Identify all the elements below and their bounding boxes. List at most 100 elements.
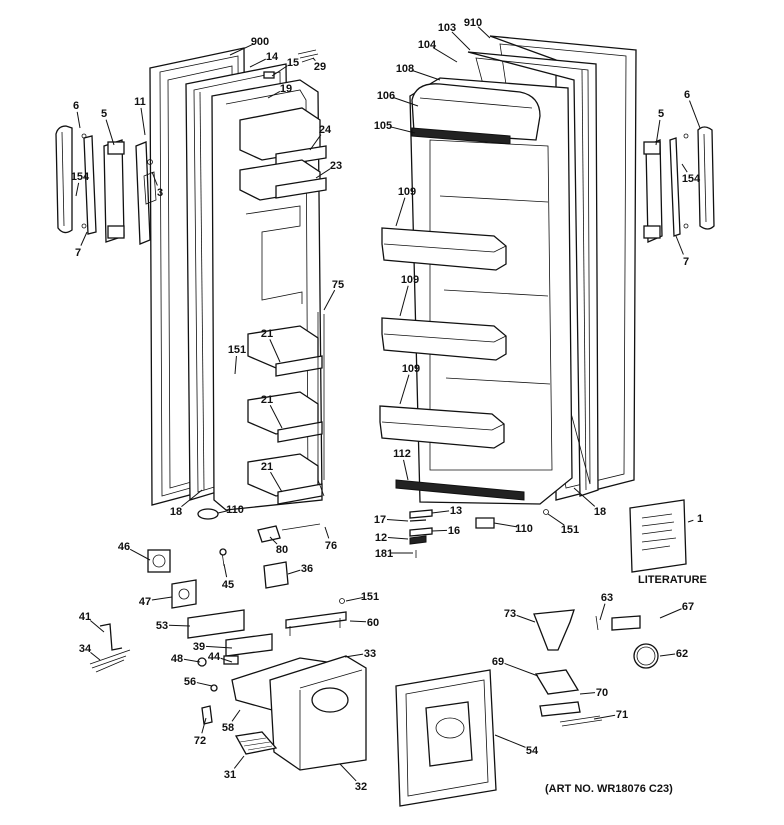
callout-c-21b: 21 xyxy=(261,394,273,406)
callout-c-13: 13 xyxy=(450,505,462,517)
callout-c-6-r: 6 xyxy=(684,89,690,101)
callout-c-108: 108 xyxy=(396,63,414,75)
ice-chute-parts xyxy=(533,609,659,727)
leader-c-7-r xyxy=(675,235,684,255)
leader-c-109-a xyxy=(395,197,406,227)
leader-c-14 xyxy=(249,58,266,68)
callout-c-1: 1 xyxy=(697,513,703,525)
leader-c-154-r xyxy=(681,163,688,173)
leader-c-151-c xyxy=(547,513,565,526)
callout-c-105: 105 xyxy=(374,120,392,132)
leader-c-67 xyxy=(659,608,682,619)
callout-c-31: 31 xyxy=(224,769,236,781)
leader-c-54 xyxy=(494,734,526,748)
leader-c-151-b xyxy=(345,596,364,602)
leader-c-80 xyxy=(269,536,278,545)
leader-c-29 xyxy=(312,57,316,62)
dispenser-components xyxy=(89,548,347,725)
callout-c-11: 11 xyxy=(134,96,146,108)
leader-c-31 xyxy=(233,755,245,769)
callout-c-7-r: 7 xyxy=(683,256,689,268)
leader-c-62 xyxy=(659,653,676,657)
callout-c-109-b: 109 xyxy=(401,274,419,286)
top-left-small-parts xyxy=(263,49,319,79)
callout-c-110-r: 110 xyxy=(515,523,533,535)
leader-c-11 xyxy=(140,107,146,136)
callout-c-56: 56 xyxy=(184,676,196,688)
leader-c-7-l xyxy=(80,231,88,246)
leader-c-6-r xyxy=(689,100,701,129)
leader-c-48 xyxy=(183,658,201,663)
callout-c-181: 181 xyxy=(375,548,393,560)
callout-c-70: 70 xyxy=(596,687,608,699)
leader-c-53 xyxy=(168,624,191,627)
leader-c-18-r xyxy=(573,487,596,507)
callout-c-71: 71 xyxy=(616,709,628,721)
leader-c-103 xyxy=(451,31,471,51)
left-handle-set xyxy=(55,125,157,245)
callout-c-44: 44 xyxy=(208,651,221,663)
leader-c-45 xyxy=(223,563,228,578)
right-handle-set xyxy=(643,126,715,243)
callout-c-900: 900 xyxy=(251,36,269,48)
callout-c-45: 45 xyxy=(222,579,234,591)
callout-c-67: 67 xyxy=(682,601,694,613)
callout-c-63: 63 xyxy=(601,592,613,604)
literature-booklet xyxy=(629,499,687,573)
leader-c-105 xyxy=(389,126,416,134)
leader-c-18-l xyxy=(181,489,203,507)
callout-c-46: 46 xyxy=(118,541,130,553)
leader-c-39 xyxy=(205,645,233,649)
callout-c-106: 106 xyxy=(377,90,395,102)
leader-c-1 xyxy=(687,519,694,523)
leader-c-72 xyxy=(201,717,207,734)
leader-c-900 xyxy=(229,43,254,56)
leader-c-47 xyxy=(151,596,173,601)
callout-c-154-r: 154 xyxy=(682,173,701,185)
leader-c-32 xyxy=(339,763,357,782)
leader-c-75 xyxy=(323,289,336,311)
leader-c-13 xyxy=(431,510,450,514)
callout-c-47: 47 xyxy=(139,596,151,608)
leader-c-34 xyxy=(90,651,101,661)
callout-c-62: 62 xyxy=(676,648,688,660)
leader-c-154-l xyxy=(75,182,80,197)
leader-c-24 xyxy=(309,134,322,151)
leader-c-5-l xyxy=(105,119,115,146)
callout-c-58: 58 xyxy=(222,722,234,734)
leader-c-15 xyxy=(271,65,288,77)
callout-c-154-l: 154 xyxy=(71,171,90,183)
callout-c-21c: 21 xyxy=(261,461,273,473)
callout-c-15: 15 xyxy=(287,57,299,69)
callout-c-109-a: 109 xyxy=(398,186,416,198)
leader-c-70 xyxy=(579,692,596,695)
leader-c-69 xyxy=(504,662,539,677)
leader-c-110-l xyxy=(217,510,229,514)
callout-c-48: 48 xyxy=(171,653,183,665)
callout-c-80: 80 xyxy=(276,544,288,556)
callout-c-17: 17 xyxy=(374,514,386,526)
callout-c-60: 60 xyxy=(367,617,379,629)
dispenser-cover xyxy=(395,669,497,807)
leader-c-104 xyxy=(432,47,458,63)
callout-c-21a: 21 xyxy=(261,328,273,340)
callout-c-151-b: 151 xyxy=(361,591,379,603)
leader-c-23 xyxy=(315,168,331,179)
callout-c-103: 103 xyxy=(438,22,456,34)
leader-c-17 xyxy=(386,518,409,522)
leader-c-60 xyxy=(349,620,367,623)
callout-c-69: 69 xyxy=(492,656,504,668)
callout-c-76: 76 xyxy=(325,540,337,552)
dispenser-housing xyxy=(231,655,367,771)
leader-c-36 xyxy=(287,569,301,575)
callout-c-6-l: 6 xyxy=(73,100,79,112)
leader-c-108 xyxy=(411,69,441,81)
callout-c-18-r: 18 xyxy=(594,506,606,518)
callout-c-151-a: 151 xyxy=(228,344,246,356)
callout-c-18-l: 18 xyxy=(170,506,182,518)
leader-c-910 xyxy=(477,26,491,39)
callout-c-5-l: 5 xyxy=(101,108,107,120)
callout-c-36: 36 xyxy=(301,563,313,575)
leader-c-112 xyxy=(403,459,409,481)
